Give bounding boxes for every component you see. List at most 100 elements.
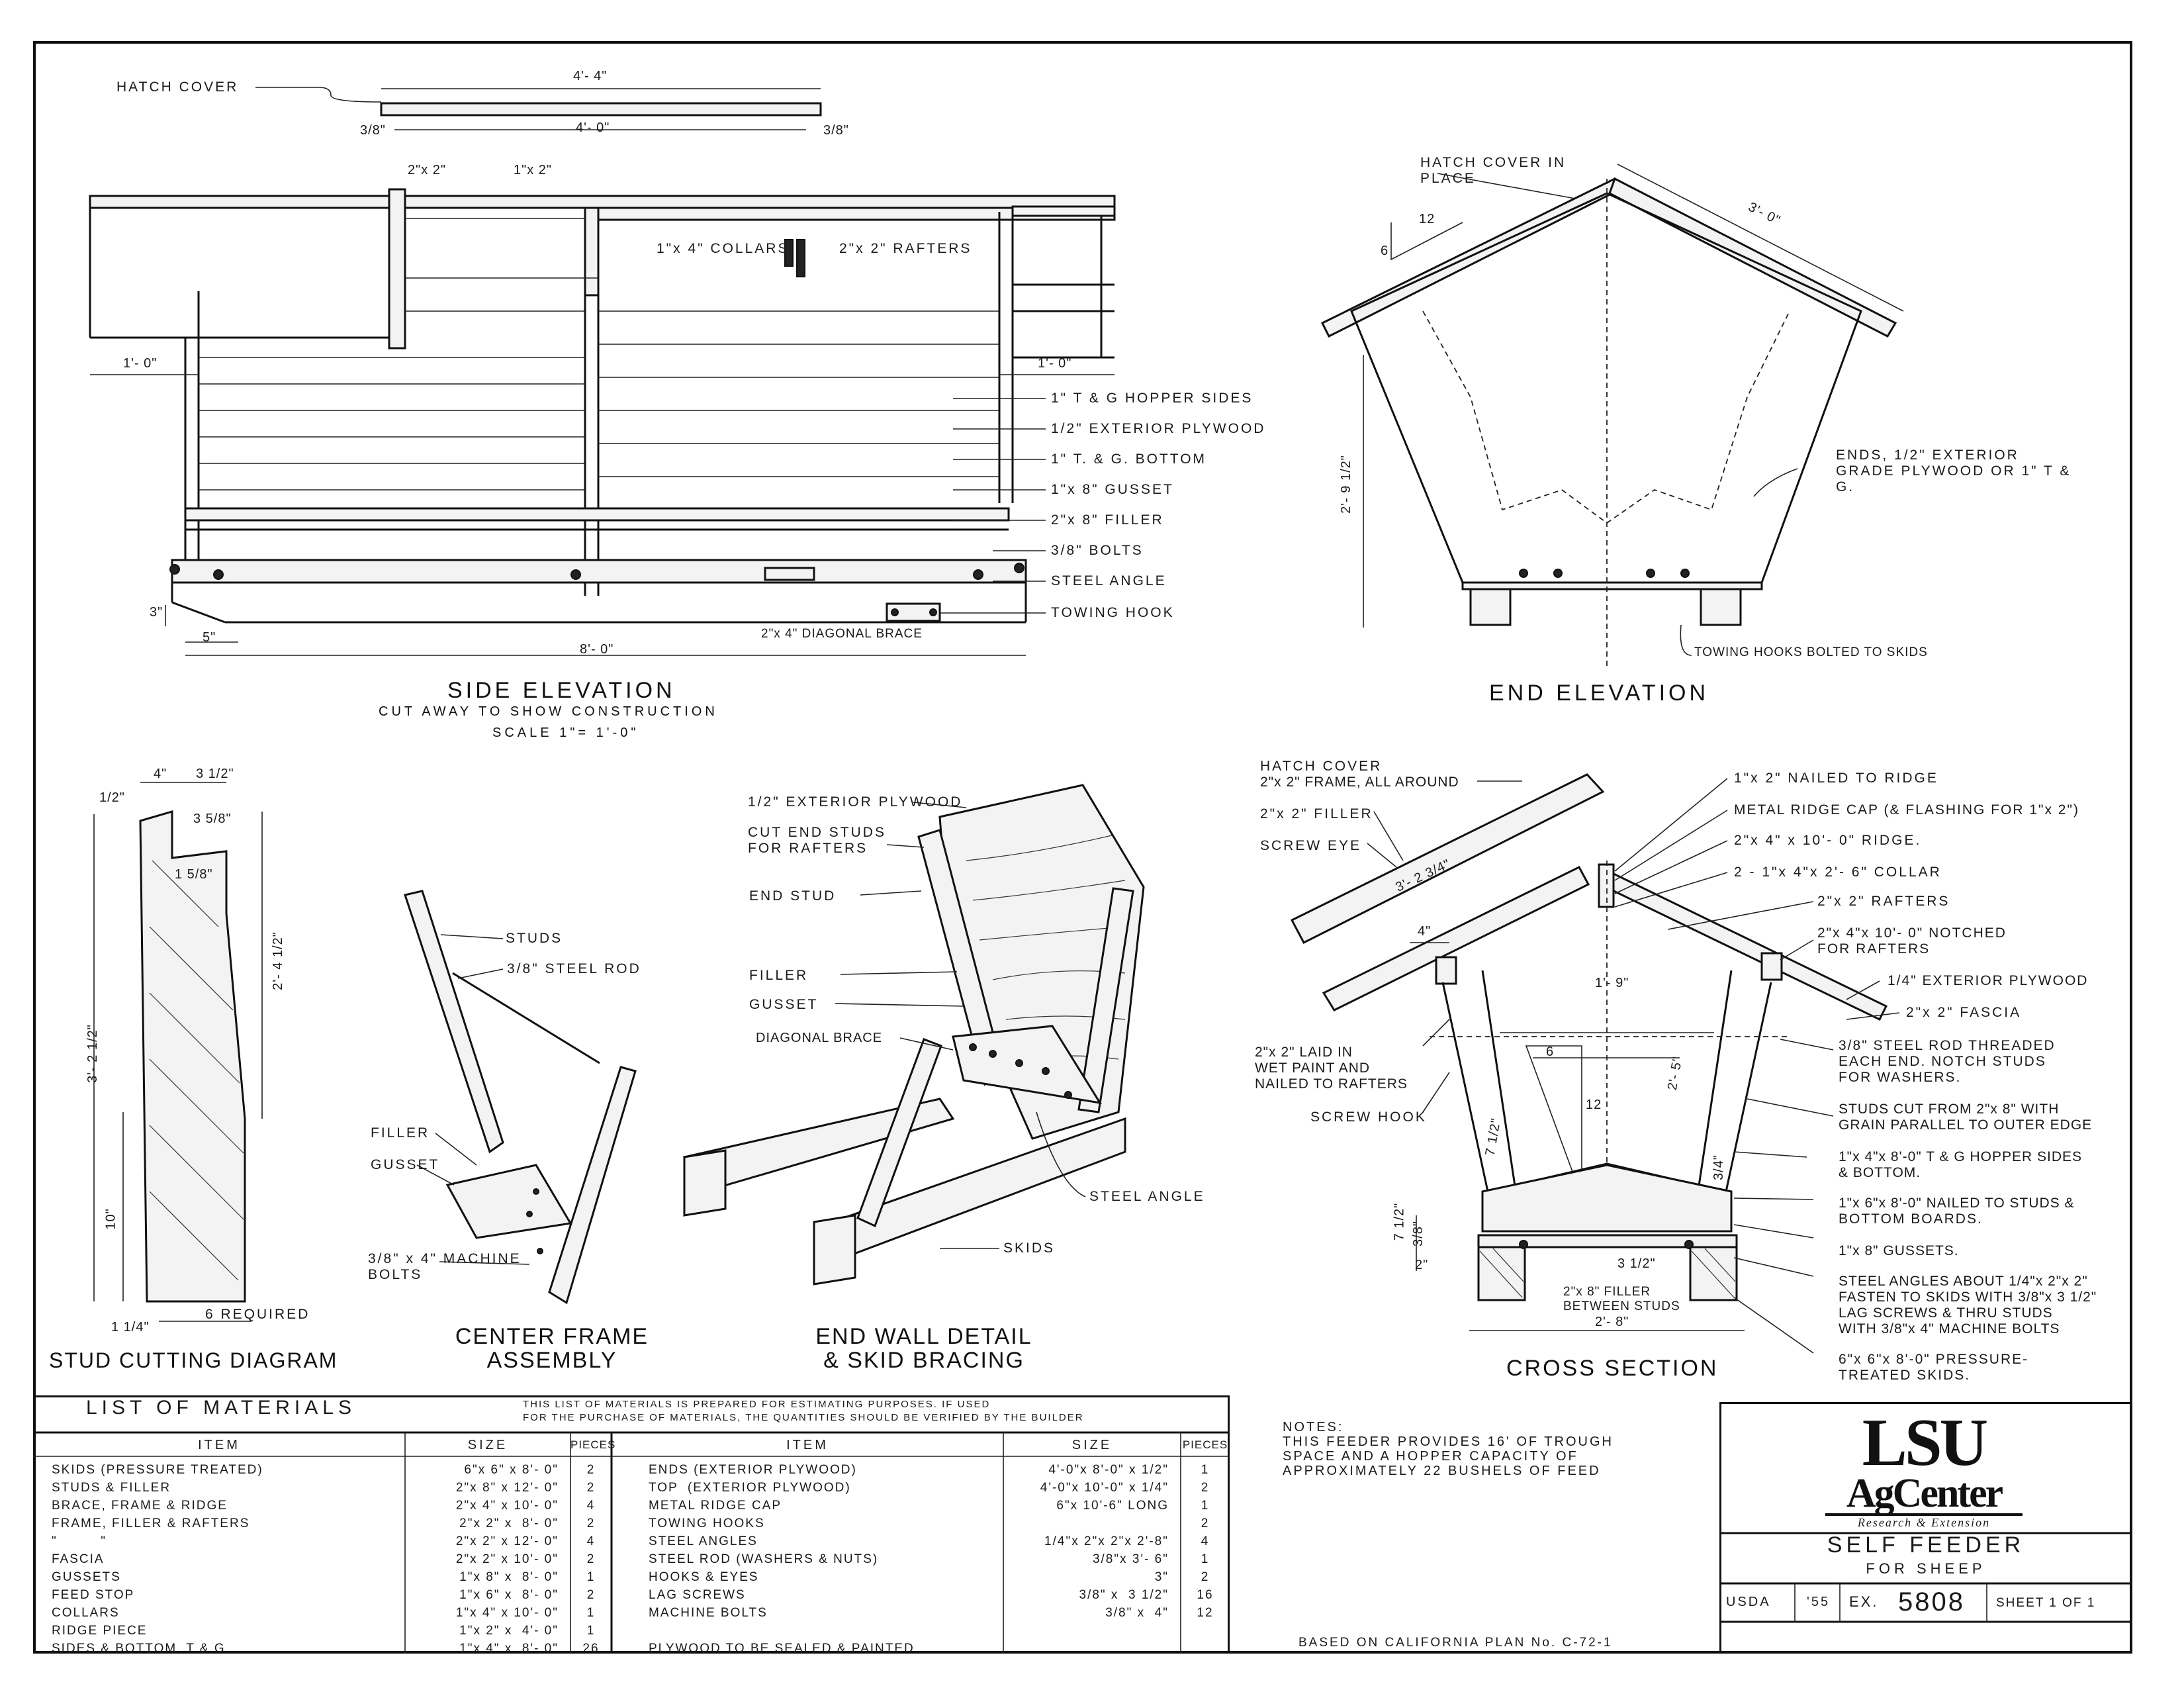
cross-section-drawing — [1290, 773, 1900, 1354]
materials-right-size-cell: 3/8" x 3 1/2" — [1079, 1588, 1169, 1602]
label-ew-cut-studs-1: CUT END STUDS — [748, 825, 886, 840]
label-cf-bolts-2: BOLTS — [368, 1267, 423, 1282]
materials-right-item-cell: METAL RIDGE CAP — [649, 1499, 782, 1513]
center-frame-drawing — [404, 890, 637, 1305]
center-frame-title-2: ASSEMBLY — [486, 1348, 617, 1373]
label-cs-r3: 2"x 4" x 10'- 0" RIDGE. — [1734, 833, 1922, 848]
materials-right-pieces-cell — [1181, 1622, 1230, 1640]
label-cs-r14-2: FASTEN TO SKIDS WITH 3/8"x 3 1/2" — [1839, 1289, 2097, 1305]
materials-left-size-cell: 6"x 6" x 8'- 0" — [464, 1463, 559, 1477]
materials-right-size-cell: 3" — [1154, 1570, 1169, 1584]
materials-left-item-cell: RIDGE PIECE — [52, 1624, 148, 1638]
label-six-required: 6 REQUIRED — [205, 1307, 310, 1322]
materials-note-line2: FOR THE PURCHASE OF MATERIALS, THE QUANT… — [523, 1412, 1084, 1423]
label-two-by-two: 2"x 2" — [408, 163, 447, 177]
sheet-number: SHEET 1 OF 1 — [1996, 1596, 2096, 1610]
materials-left-size-cell: 1"x 2" x 4'- 0" — [459, 1624, 559, 1638]
side-elevation-scale: SCALE 1"= 1'-0" — [492, 726, 639, 740]
dim-three-eighths-left: 3/8" — [360, 123, 386, 138]
header-size-left: SIZE — [467, 1438, 508, 1452]
dim-stud-one-quarter: 1 1/4" — [111, 1320, 150, 1335]
materials-right-pieces-cell: 2 — [1201, 1570, 1210, 1584]
materials-right-size-cell: 3/8"x 3'- 6" — [1092, 1552, 1169, 1566]
dim-cs-two-eight: 2'- 8" — [1595, 1315, 1629, 1329]
dim-stud-ten: 10" — [103, 1208, 118, 1230]
materials-left-item-cell: BRACE, FRAME & RIDGE — [52, 1499, 228, 1513]
materials-left-size-cell: 1"x 8" x 8'- 0" — [459, 1570, 559, 1584]
notes-block: NOTES: THIS FEEDER PROVIDES 16' OF TROUG… — [1283, 1420, 1614, 1478]
ex-label: EX. — [1849, 1593, 1879, 1610]
materials-right-pieces-cell: 4 — [1201, 1534, 1210, 1548]
materials-right-pieces-cell: 1 — [1201, 1552, 1210, 1566]
label-cf-bolts-1: 3/8" x 4" MACHINE — [368, 1251, 522, 1266]
header-size-right: SIZE — [1071, 1438, 1113, 1452]
materials-left-item-cell: STUDS & FILLER — [52, 1481, 171, 1495]
dim-cs-two: 2" — [1415, 1258, 1429, 1272]
materials-left-size-cell: 2"x 2" x 8'- 0" — [459, 1517, 559, 1530]
dim-stud-four: 4" — [154, 767, 167, 781]
label-cs-r6-2: FOR RAFTERS — [1817, 941, 1931, 957]
materials-left-sizes: 6"x 6" x 8'- 0"2"x 8" x 12'- 0"2"x 4" x … — [405, 1461, 559, 1658]
materials-right-item-cell: PLYWOOD TO BE SEALED & PAINTED — [649, 1642, 915, 1656]
label-ew-plywood: 1/2" EXTERIOR PLYWOOD — [748, 794, 963, 810]
materials-right-pieces-cell: 1 — [1201, 1463, 1210, 1477]
drawing-border — [33, 41, 2132, 1654]
end-elevation-drawing — [1320, 164, 1904, 669]
materials-left-item-cell: " " — [52, 1534, 107, 1548]
materials-title: LIST OF MATERIALS — [86, 1397, 356, 1419]
materials-left-pieces-cell: 4 — [586, 1499, 596, 1513]
header-pieces-right: PIECES — [1182, 1438, 1228, 1451]
dim-stud-one-five-eighths: 1 5/8" — [175, 867, 213, 882]
materials-left-pieces-cell: 4 — [586, 1534, 596, 1548]
year: '55 — [1807, 1595, 1831, 1609]
materials-left-pieces-cell: 1 — [586, 1624, 596, 1638]
dim-hatch-length: 4'- 4" — [573, 69, 608, 83]
label-tg-bottom: 1" T. & G. BOTTOM — [1051, 451, 1207, 467]
cross-section-title: CROSS SECTION — [1506, 1356, 1719, 1381]
notes-heading: NOTES: — [1283, 1420, 1344, 1434]
dim-stud-half: 1/2" — [99, 790, 125, 805]
label-ends-plywood: ENDS, 1/2" EXTERIOR GRADE PLYWOOD OR 1" … — [1836, 447, 2071, 494]
materials-right-item-cell: HOOKS & EYES — [649, 1570, 759, 1584]
title-block-grid — [1719, 1532, 2132, 1623]
logo-tagline: Research & Extension — [1857, 1516, 1991, 1529]
dim-three-eighths-right: 3/8" — [823, 123, 849, 138]
materials-right-pieces-cell: 1 — [1201, 1499, 1210, 1513]
label-steel-angle: STEEL ANGLE — [1051, 573, 1167, 588]
dim-cs-three-eighths: 3/8" — [1410, 1221, 1426, 1246]
drawing-number: 5808 — [1898, 1587, 1965, 1617]
materials-note: THIS LIST OF MATERIALS IS PREPARED FOR E… — [523, 1398, 1084, 1425]
label-cs-r12-2: BOTTOM BOARDS. — [1839, 1211, 1983, 1227]
label-cs-r9-2: EACH END. NOTCH STUDS — [1839, 1054, 2046, 1069]
label-cs-r1: 1"x 2" NAILED TO RIDGE — [1734, 771, 1938, 786]
label-cs-r10-1: STUDS CUT FROM 2"x 8" WITH — [1839, 1102, 2060, 1117]
label-cs-filler: 2"x 2" FILLER — [1260, 806, 1373, 821]
label-ew-gusset: GUSSET — [749, 997, 819, 1012]
drawing-subtitle: FOR SHEEP — [1866, 1560, 1986, 1577]
label-towing-hooks-skids: TOWING HOOKS BOLTED TO SKIDS — [1694, 645, 1928, 659]
label-cs-r5: 2"x 2" RAFTERS — [1817, 894, 1950, 909]
materials-left-pieces-cell: 2 — [586, 1517, 596, 1530]
materials-right-pieces-cell: 12 — [1197, 1606, 1214, 1620]
notes-line2: SPACE AND A HOPPER CAPACITY OF — [1283, 1449, 1578, 1464]
label-cs-r9-3: FOR WASHERS. — [1839, 1070, 1962, 1085]
materials-right-item-cell: STEEL ANGLES — [649, 1534, 758, 1548]
dim-cs-seven-half-b: 7 1/2" — [1392, 1202, 1407, 1241]
label-ew-end-stud: END STUD — [749, 888, 837, 904]
dim-one-foot-left: 1'- 0" — [123, 356, 158, 371]
materials-left-size-cell: 2"x 4" x 10'- 0" — [455, 1499, 559, 1513]
materials-left-item-cell: GUSSETS — [52, 1570, 121, 1584]
label-collars: 1"x 4" COLLARS — [657, 241, 790, 256]
end-wall-title-1: END WALL DETAIL — [815, 1324, 1032, 1349]
dim-cs-three-half: 3 1/2" — [1617, 1256, 1656, 1271]
side-elevation-subtitle: CUT AWAY TO SHOW CONSTRUCTION — [379, 704, 718, 719]
label-hatch-cover: HATCH COVER — [116, 79, 239, 95]
notes-line1: THIS FEEDER PROVIDES 16' OF TROUGH — [1283, 1434, 1614, 1449]
materials-note-line1: THIS LIST OF MATERIALS IS PREPARED FOR E… — [523, 1399, 991, 1410]
label-cs-hatch-2: 2"x 2" FRAME, ALL AROUND — [1260, 774, 1459, 790]
materials-right-size-cell: 3/8" x 4" — [1105, 1606, 1169, 1620]
label-cs-hatch-1: HATCH COVER — [1260, 759, 1383, 774]
